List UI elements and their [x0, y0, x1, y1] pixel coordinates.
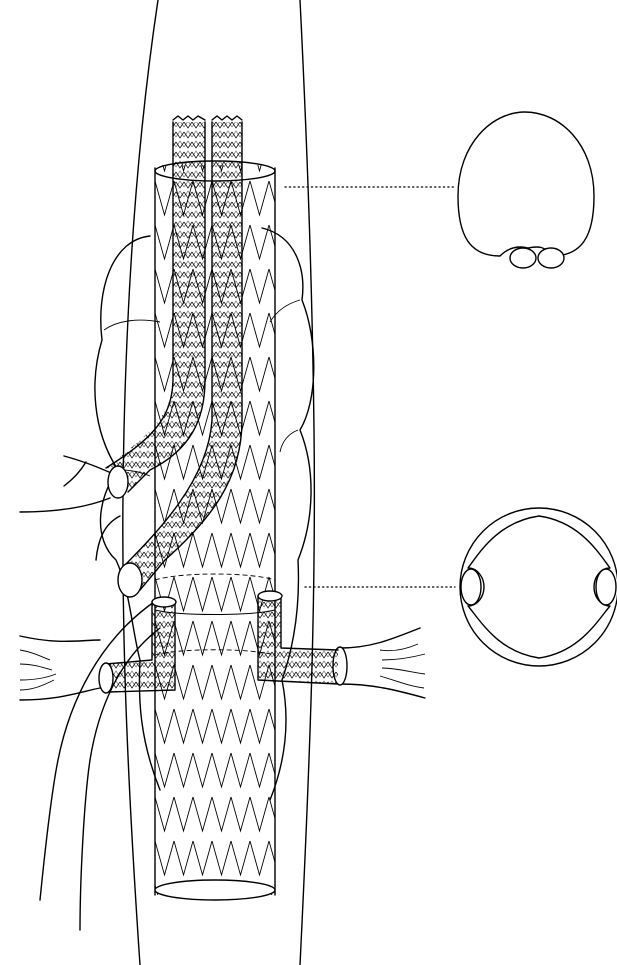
iliac-access-sheath	[40, 602, 160, 930]
left-renal-artery	[20, 636, 100, 700]
lower-cross-section	[305, 508, 617, 666]
left-renal-branch-stent	[99, 597, 176, 693]
right-renal-artery	[333, 628, 425, 698]
upper-cross-section	[285, 112, 594, 268]
